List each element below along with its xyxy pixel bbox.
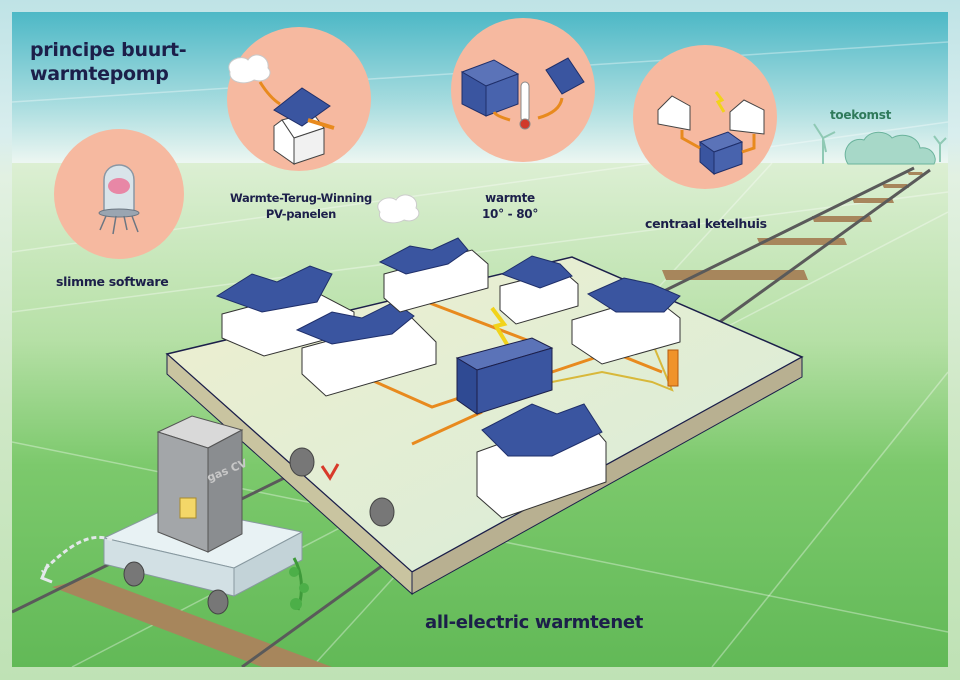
scene-canvas — [12, 12, 948, 667]
pv-house-cloud-icon — [228, 54, 335, 165]
title-line-1: principe buurt- — [30, 39, 187, 61]
bubble-wtw — [227, 27, 371, 171]
label-slimme-software: slimme software — [56, 274, 169, 289]
label-wtw-line-2: PV-panelen — [265, 207, 337, 221]
houses — [215, 237, 681, 519]
cloud-icon — [377, 194, 420, 224]
house — [476, 403, 607, 519]
anchor-icon — [40, 563, 53, 584]
thermometer-icon — [667, 349, 679, 387]
lightning-icon — [714, 91, 726, 113]
central-boiler-icon — [657, 91, 765, 176]
label-warmte-terug-winning: Warmte-Terug-Winning PV-panelen — [230, 190, 372, 222]
title-line-2: warmtepomp — [30, 63, 169, 85]
heat-storage-container — [455, 337, 554, 415]
label-all-electric-warmtenet: all-electric warmtenet — [425, 612, 644, 633]
house — [499, 255, 579, 325]
platform-wagon — [165, 237, 804, 596]
future-city-icon — [813, 123, 947, 165]
railway-sleepers — [52, 172, 924, 667]
lightning-icon — [490, 306, 510, 348]
bubble-software — [54, 129, 184, 259]
house — [295, 301, 437, 397]
label-warmte: warmte 10° - 80° — [482, 190, 538, 222]
wind-turbine-icon — [813, 123, 947, 164]
chain — [40, 535, 113, 574]
label-warmte-line-2: 10° - 80° — [482, 207, 539, 221]
container-thermometer-icon — [460, 57, 585, 130]
label-centraal-ketelhuis: centraal ketelhuis — [645, 216, 767, 231]
house — [571, 277, 681, 365]
gas-cv-wagon — [40, 415, 340, 615]
coupling-icon — [320, 463, 340, 481]
label-toekomst: toekomst — [830, 108, 892, 122]
label-wtw-line-1: Warmte-Terug-Winning — [230, 191, 372, 205]
bubble-ketelhuis — [633, 45, 777, 189]
illustration-frame: principe buurt- warmtepomp slimme softwa… — [12, 12, 948, 667]
wagon-wheels — [289, 447, 395, 527]
gas-boiler-icon — [156, 415, 244, 553]
page-title: principe buurt- warmtepomp — [30, 38, 187, 86]
label-warmte-line-1: warmte — [485, 191, 535, 205]
bubble-warmte — [451, 18, 595, 162]
brain-in-jar-icon — [98, 164, 140, 235]
house — [378, 237, 489, 313]
